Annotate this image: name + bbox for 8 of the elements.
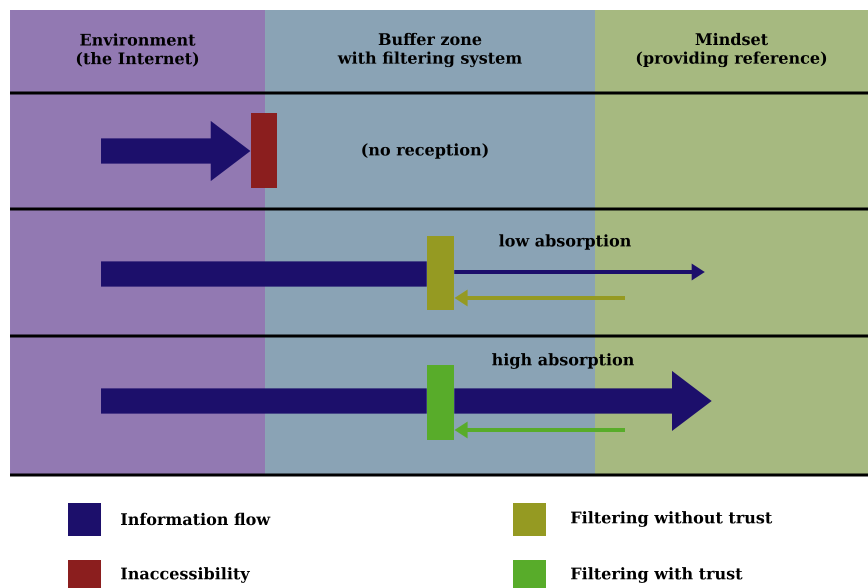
row-label: low absorption (499, 234, 631, 250)
row-label: (no reception) (362, 143, 488, 159)
filter-bar (251, 113, 277, 188)
legend-label: Filtering without trust (571, 511, 772, 527)
row-label: high absorption (492, 353, 634, 369)
legend-label: Inaccessibility (121, 567, 250, 583)
legend-label: Filtering with trust (571, 567, 742, 583)
legend-label: Information flow (121, 512, 270, 526)
